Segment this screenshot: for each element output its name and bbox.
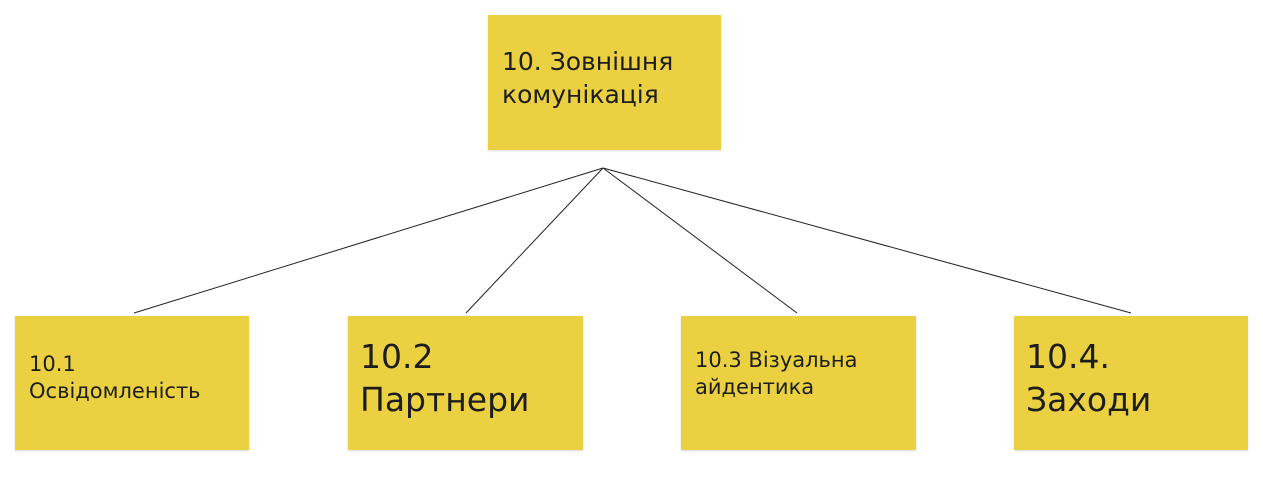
note-line1: 10.1 bbox=[29, 351, 76, 376]
note-line1: 10.3 Візуальна bbox=[695, 347, 858, 372]
note-line2: айдентика bbox=[695, 375, 815, 399]
note-line2: Партнери bbox=[360, 380, 530, 419]
root-line2: комунікація bbox=[502, 79, 659, 109]
note-line2: Заходи bbox=[1026, 380, 1152, 419]
root-line1: 10. Зовнішня bbox=[502, 47, 674, 76]
connector-10-1 bbox=[133, 167, 604, 314]
root-note[interactable]: 10. Зовнішня комунікація bbox=[488, 15, 721, 150]
note-line2: Освідомленість bbox=[29, 379, 201, 403]
connector-10-3 bbox=[602, 167, 798, 314]
connector-10-4 bbox=[602, 167, 1132, 314]
child-note-10-4[interactable]: 10.4. Заходи bbox=[1014, 316, 1248, 450]
note-line1: 10.2 bbox=[360, 337, 434, 377]
child-note-10-3[interactable]: 10.3 Візуальна айдентика bbox=[681, 316, 916, 450]
connector-10-2 bbox=[465, 167, 604, 314]
child-note-10-2[interactable]: 10.2 Партнери bbox=[348, 316, 583, 450]
note-line1: 10.4. bbox=[1026, 337, 1110, 377]
child-note-10-1[interactable]: 10.1 Освідомленість bbox=[15, 316, 249, 450]
